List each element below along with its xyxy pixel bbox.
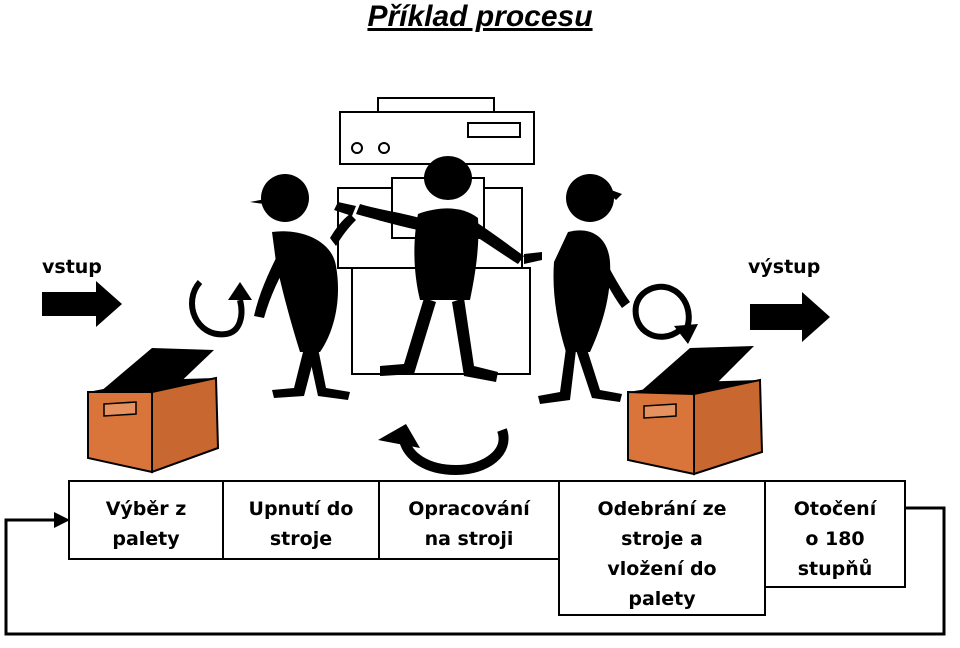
- rotate-arrow-icon: [674, 324, 698, 344]
- step-clamp-into-machine: Upnutí do stroje: [222, 480, 380, 560]
- rotate-arrow-icon: [189, 279, 245, 338]
- step-machining: Opracování na stroji: [378, 480, 560, 560]
- worker-icon: [334, 156, 542, 382]
- arrow-icon: [54, 512, 70, 528]
- arrow-icon: [42, 281, 122, 327]
- page-title: Příklad procesu: [367, 0, 593, 33]
- worker-icon: [250, 174, 356, 400]
- input-label: vstup: [42, 256, 102, 278]
- worker-icon: [538, 174, 630, 404]
- step-label: Upnutí do stroje: [248, 498, 354, 550]
- arrow-icon: [750, 292, 830, 342]
- step-remove-and-place: Odebrání ze stroje a vložení do palety: [558, 480, 766, 616]
- step-label: Odebrání ze stroje a vložení do palety: [597, 498, 727, 610]
- step-rotate-180: Otočení o 180 stupňů: [764, 480, 906, 588]
- pallet-box-icon: [627, 346, 764, 476]
- rotate-arrow-icon: [228, 282, 252, 300]
- step-label: Otočení o 180 stupňů: [793, 498, 877, 580]
- step-label: Výběr z palety: [105, 498, 187, 550]
- step-label: Opracování na stroji: [408, 498, 530, 550]
- step-select-from-pallet: Výběr z palety: [68, 480, 224, 560]
- rotate-arrow-icon: [378, 424, 420, 448]
- pallet-box-icon: [87, 348, 220, 474]
- output-label: výstup: [748, 256, 821, 278]
- feedback-loop: [4, 506, 946, 636]
- machine-icon: [337, 97, 535, 375]
